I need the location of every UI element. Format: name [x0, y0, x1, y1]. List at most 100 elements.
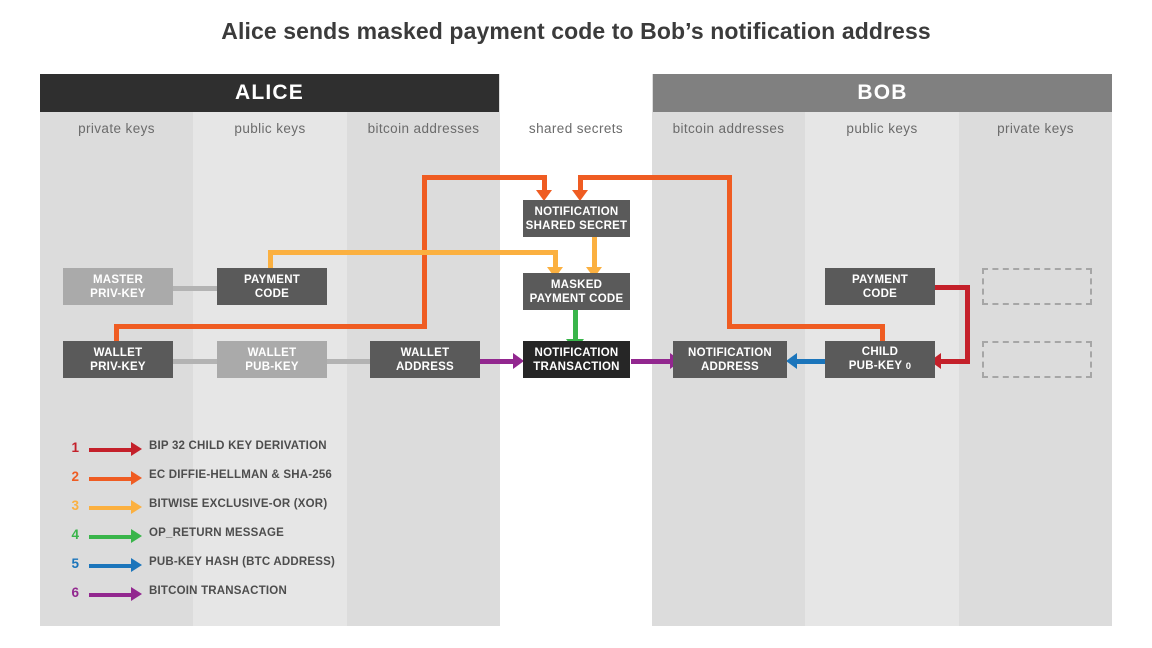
legend-label: BIP 32 CHILD KEY DERIVATION: [149, 440, 327, 452]
legend-item: 2 EC DIFFIE-HELLMAN & SHA-256: [65, 466, 395, 495]
column-caption-alice-public-keys: public keys: [234, 121, 306, 136]
legend-number: 3: [71, 498, 79, 513]
legend-line-swatch: [89, 535, 133, 539]
wire-purple-notification-transaction-to-address: [631, 359, 673, 364]
node-notification-transaction[interactable]: NOTIFICATION TRANSACTION: [523, 341, 630, 378]
legend-label: BITWISE EXCLUSIVE-OR (XOR): [149, 498, 328, 510]
node-master-priv-key[interactable]: MASTER PRIV-KEY: [63, 268, 173, 305]
column-caption-bob-public-keys: public keys: [846, 121, 918, 136]
node-alice-payment-code[interactable]: PAYMENT CODE: [217, 268, 327, 305]
arrowhead-amber-into-masked-left: [547, 267, 563, 278]
wire-orange-alice-drop: [542, 175, 547, 192]
wire-red-drop: [965, 285, 970, 362]
legend-number: 4: [71, 527, 79, 542]
legend-label: OP_RETURN MESSAGE: [149, 527, 285, 539]
legend-item: 5 PUB-KEY HASH (BTC ADDRESS): [65, 553, 395, 582]
wire-orange-bob-across: [727, 324, 885, 329]
node-label-line-1: NOTIFICATION: [534, 346, 619, 359]
arrowhead-red-into-child-pub: [930, 353, 941, 369]
node-label-line-2: PRIV-KEY: [90, 287, 146, 300]
node-label-line-1: WALLET: [93, 346, 143, 359]
node-label-line-2: PAYMENT CODE: [529, 292, 624, 305]
node-label-text: PUB-KEY: [848, 360, 903, 372]
column-caption-alice-bitcoin-addresses: bitcoin addresses: [367, 121, 480, 136]
arrowhead-amber-into-masked-right: [586, 267, 602, 278]
legend-item: 4 OP_RETURN MESSAGE: [65, 524, 395, 553]
node-wallet-address[interactable]: WALLET ADDRESS: [370, 341, 480, 378]
node-placeholder-top: [982, 268, 1092, 305]
node-placeholder-bottom: [982, 341, 1092, 378]
arrowhead-orange-into-shared-secret-left: [536, 190, 552, 201]
node-label-line-2: CODE: [862, 287, 898, 300]
node-label-line-1: NOTIFICATION: [688, 346, 772, 359]
wire-blue-child-pub-to-notification-address: [797, 359, 845, 364]
wire-orange-bob-riser: [727, 175, 732, 329]
node-label-line-2: ADDRESS: [701, 360, 759, 373]
legend: 1 BIP 32 CHILD KEY DERIVATION 2 EC DIFFI…: [65, 437, 395, 611]
wire-amber-drop-into-masked: [553, 250, 558, 269]
node-label-line-2: PUB-KEY: [245, 360, 299, 373]
wire-orange-bob-drop: [578, 175, 583, 192]
legend-arrowhead-icon: [131, 558, 142, 572]
legend-item: 6 BITCOIN TRANSACTION: [65, 582, 395, 611]
page-title: Alice sends masked payment code to Bob’s…: [221, 18, 931, 44]
node-label-line-2: TRANSACTION: [533, 360, 620, 373]
wire-red-into-child-pub: [941, 359, 970, 364]
node-label-line-2: PUB-KEY 0: [849, 359, 912, 374]
legend-number: 6: [71, 585, 79, 600]
arrowhead-blue-into-notification-address: [786, 353, 797, 369]
node-label-line-1: WALLET: [400, 346, 450, 359]
column-caption-alice-private-keys: private keys: [78, 121, 155, 136]
legend-arrowhead-icon: [131, 500, 142, 514]
legend-item: 1 BIP 32 CHILD KEY DERIVATION: [65, 437, 395, 466]
legend-arrowhead-icon: [131, 471, 142, 485]
node-notification-address[interactable]: NOTIFICATION ADDRESS: [673, 341, 787, 378]
arrowhead-purple-into-notification-transaction: [513, 353, 524, 369]
arrowhead-orange-into-shared-secret-right: [572, 190, 588, 201]
node-label-line-1: PAYMENT: [243, 273, 301, 286]
wire-amber-across: [268, 250, 558, 255]
legend-label: PUB-KEY HASH (BTC ADDRESS): [149, 556, 336, 568]
node-wallet-priv-key[interactable]: WALLET PRIV-KEY: [63, 341, 173, 378]
column-caption-shared-secrets: shared secrets: [528, 121, 624, 136]
legend-number: 5: [71, 556, 79, 571]
node-label-line-1: MASTER: [92, 273, 144, 286]
wire-orange-alice-top-bus: [422, 175, 547, 180]
legend-number: 2: [71, 469, 79, 484]
column-band-bob-private-keys: [959, 74, 1112, 626]
wire-orange-alice-across: [114, 324, 427, 329]
node-wallet-pub-key[interactable]: WALLET PUB-KEY: [217, 341, 327, 378]
node-bob-payment-code[interactable]: PAYMENT CODE: [825, 268, 935, 305]
node-label-line-1: WALLET: [247, 346, 297, 359]
wire-orange-bob-top-bus: [578, 175, 732, 180]
wire-amber-shared-secret-to-masked: [592, 236, 597, 269]
node-label-line-1: MASKED: [550, 278, 603, 291]
node-label-line-2: CODE: [254, 287, 290, 300]
column-caption-bob-bitcoin-addresses: bitcoin addresses: [672, 121, 785, 136]
node-child-pub-key-0[interactable]: CHILD PUB-KEY 0: [825, 341, 935, 378]
legend-line-swatch: [89, 448, 133, 452]
node-notification-shared-secret[interactable]: NOTIFICATION SHARED SECRET: [523, 200, 630, 237]
wire-purple-wallet-address-to-notification-transaction: [474, 359, 516, 364]
party-header-alice: ALICE: [40, 74, 499, 112]
wire-green-masked-to-notification-transaction: [573, 310, 578, 341]
node-label-line-1: CHILD: [861, 346, 899, 358]
legend-arrowhead-icon: [131, 529, 142, 543]
column-caption-bob-private-keys: private keys: [997, 121, 1074, 136]
wire-wallet-pub-to-address: [321, 359, 413, 364]
node-label-line-2: SHARED SECRET: [525, 219, 628, 232]
node-label-line-2: PRIV-KEY: [90, 360, 146, 373]
legend-arrowhead-icon: [131, 442, 142, 456]
legend-arrowhead-icon: [131, 587, 142, 601]
wire-master-to-payment-code: [170, 286, 260, 291]
node-label-line-2: ADDRESS: [396, 360, 454, 373]
legend-number: 1: [71, 440, 79, 455]
legend-label: EC DIFFIE-HELLMAN & SHA-256: [149, 469, 333, 481]
legend-line-swatch: [89, 564, 133, 568]
node-label-line-1: PAYMENT: [851, 273, 909, 286]
node-label-line-1: NOTIFICATION: [534, 205, 619, 218]
node-label-subscript: 0: [905, 361, 912, 372]
node-masked-payment-code[interactable]: MASKED PAYMENT CODE: [523, 273, 630, 310]
legend-label: BITCOIN TRANSACTION: [149, 585, 287, 597]
wire-wallet-priv-to-pub: [168, 359, 260, 364]
